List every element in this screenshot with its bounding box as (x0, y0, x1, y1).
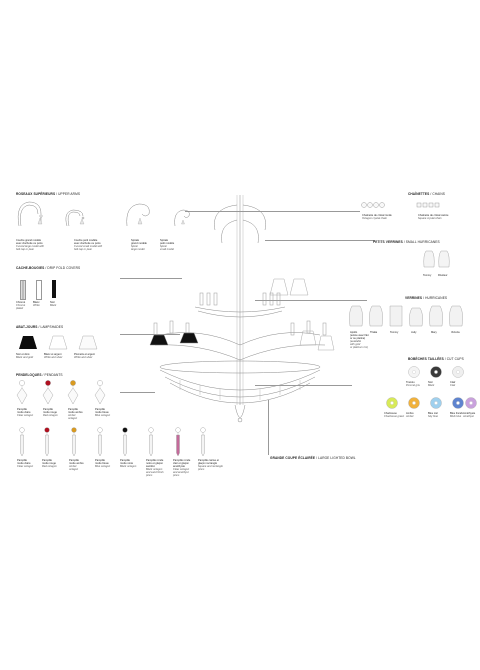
pendant-prism-icon (44, 427, 50, 457)
cut-cup-swatch-icon (465, 397, 477, 409)
pendant-prism-icon (148, 427, 154, 457)
cut-cup-swatch-icon (408, 397, 420, 409)
pendant-octagon-icon (16, 380, 28, 405)
section-title-arms: ROSEAUX SUPÉRIEURS / UPPER ARMS (16, 192, 81, 196)
cut-cup-swatch-icon (386, 397, 398, 409)
cut-cup-swatch-icon (430, 397, 442, 409)
section-title-chains: CHAÎNETTES / CHAINS (408, 192, 445, 196)
hurricane-illustrations (349, 305, 463, 327)
chandelier-drawing (149, 195, 335, 423)
small-hurricane-caption-1: Tommy (423, 274, 432, 277)
shade-illustrations (19, 335, 98, 350)
cut-cup-swatch-icon (452, 397, 464, 409)
chain-illustrations (361, 202, 440, 208)
cut-cup-swatch-icon (408, 366, 420, 378)
pendant-octagon-icon (94, 380, 106, 405)
cover-swatch-chrome (20, 280, 26, 300)
cut-cup-swatch-icon (430, 366, 442, 378)
small-hurricane-illustrations (423, 250, 450, 268)
cover-swatch-white (36, 280, 42, 300)
arms-illustrations (17, 201, 190, 227)
hurricane-caption: Judy (411, 331, 417, 334)
pendant-prism-icon (175, 427, 181, 457)
section-title-pendants: PENDELOQUES / PENDANTS (16, 373, 63, 377)
pendant-prism-icon (97, 427, 103, 457)
section-title-covers: CACHE-BOUGIES / DRIP FOLD COVERS (16, 266, 81, 270)
section-title-hurricanes: VERRINES / HURRICANES (405, 296, 448, 300)
cover-swatch-black (52, 280, 56, 298)
section-title-shades: ABAT-JOURS / LAMPSHADES (16, 325, 64, 329)
section-title-small-hurricanes: PETITS VERRINES / SMALL HURRICANES (373, 240, 440, 244)
hurricane-caption: Victoria (451, 331, 460, 334)
pendant-prism-icon (71, 427, 77, 457)
hurricane-caption: Mary (431, 331, 437, 334)
section-title-lighted-bowl: GRANDE COUPE ÉCLAIRÉE / LARGE LIGHTED BO… (270, 456, 356, 460)
hurricane-caption: Thalia (370, 331, 378, 334)
pendant-prism-icon (200, 427, 206, 457)
pendant-prism-icon (122, 427, 128, 457)
cut-cup-swatch-icon (452, 366, 464, 378)
hurricane-caption: Tommy (390, 331, 399, 334)
section-title-cups: BOBÈCHES TAILLÉES / CUT CUPS (408, 357, 464, 361)
small-hurricane-caption-2: Rivoleur (438, 274, 448, 277)
pendant-octagon-icon (67, 380, 79, 405)
pendant-prism-icon (19, 427, 25, 457)
pendant-octagon-icon (42, 380, 54, 405)
